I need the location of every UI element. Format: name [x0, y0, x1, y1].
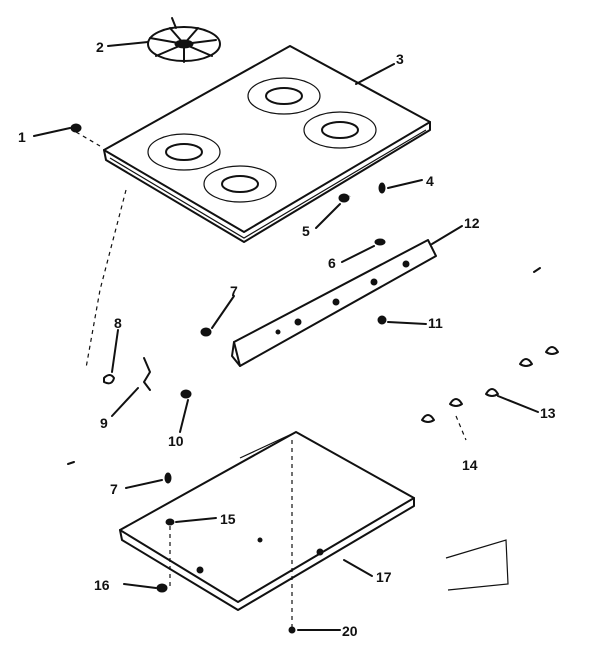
callout-13: 13 [540, 405, 556, 421]
callout-7: 7 [230, 283, 238, 299]
callout-20: 20 [342, 623, 358, 639]
burner-spider-part [147, 17, 221, 63]
burner-ring [203, 165, 277, 203]
callout-16: 16 [94, 577, 110, 593]
alignment-lines [75, 131, 467, 628]
callout-10: 10 [168, 433, 184, 449]
leader-lines [33, 41, 539, 631]
burner-ring [147, 133, 221, 171]
callout-7-lower: 7 [110, 481, 118, 497]
manifold-bracket-part [231, 239, 437, 367]
burner-ring [303, 111, 377, 149]
cooktop-part [103, 45, 431, 243]
callout-15: 15 [220, 511, 236, 527]
callout-11: 11 [428, 315, 443, 331]
callout-4: 4 [426, 173, 434, 189]
callout-17: 17 [376, 569, 392, 585]
callout-2: 2 [96, 39, 104, 55]
callout-labels: 1 2 3 4 5 6 7 8 9 10 11 12 13 14 7 15 16… [18, 39, 556, 639]
burner-ring [247, 77, 321, 115]
callout-9: 9 [100, 415, 108, 431]
callout-3: 3 [396, 51, 404, 67]
callout-8: 8 [114, 315, 122, 331]
callout-6: 6 [328, 255, 336, 271]
bottom-pan-part [119, 431, 415, 611]
callout-1: 1 [18, 129, 26, 145]
callout-12: 12 [464, 215, 480, 231]
callout-5: 5 [302, 223, 310, 239]
callout-14: 14 [462, 457, 478, 473]
